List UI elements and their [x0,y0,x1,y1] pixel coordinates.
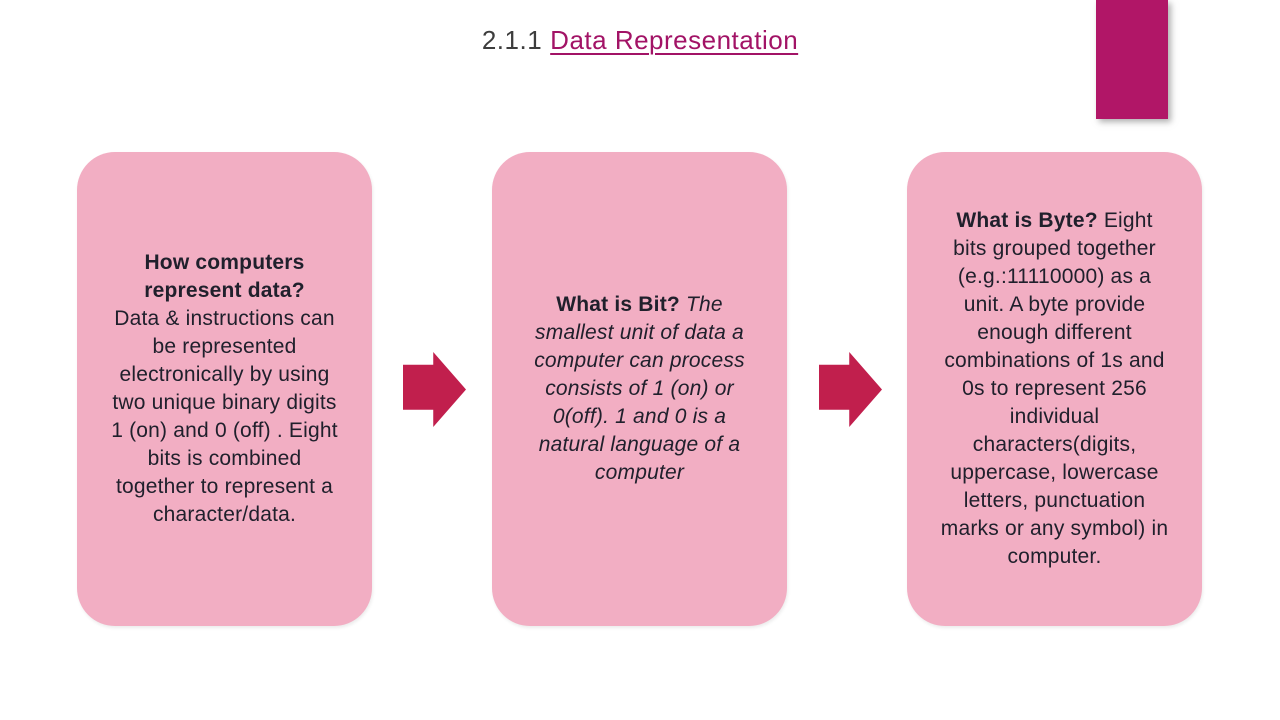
box-2-content: What is Bit? The smallest unit of data a… [524,291,756,487]
title-number: 2.1.1 [481,25,543,55]
box-2-heading: What is Bit? [556,293,680,316]
box-3-content: What is Byte? Eight bits grouped togethe… [939,207,1171,571]
box-what-is-bit: What is Bit? The smallest unit of data a… [492,152,787,626]
box-1-content: How computers represent data? Data & ins… [109,249,341,529]
box-what-is-byte: What is Byte? Eight bits grouped togethe… [907,152,1202,626]
right-arrow-icon [403,352,466,427]
box-1-heading: How computers represent data? [144,251,305,302]
box-3-heading: What is Byte? [956,209,1098,232]
accent-rectangle [1096,0,1168,119]
box-2-body: The smallest unit of data a computer can… [534,293,745,484]
box-how-computers-represent-data: How computers represent data? Data & ins… [77,152,372,626]
right-arrow-icon [819,352,882,427]
title-link-text: Data Representation [550,25,799,55]
box-3-body: Eight bits grouped together (e.g.:111100… [940,209,1169,568]
box-1-body: Data & instructions can be represented e… [111,307,338,526]
